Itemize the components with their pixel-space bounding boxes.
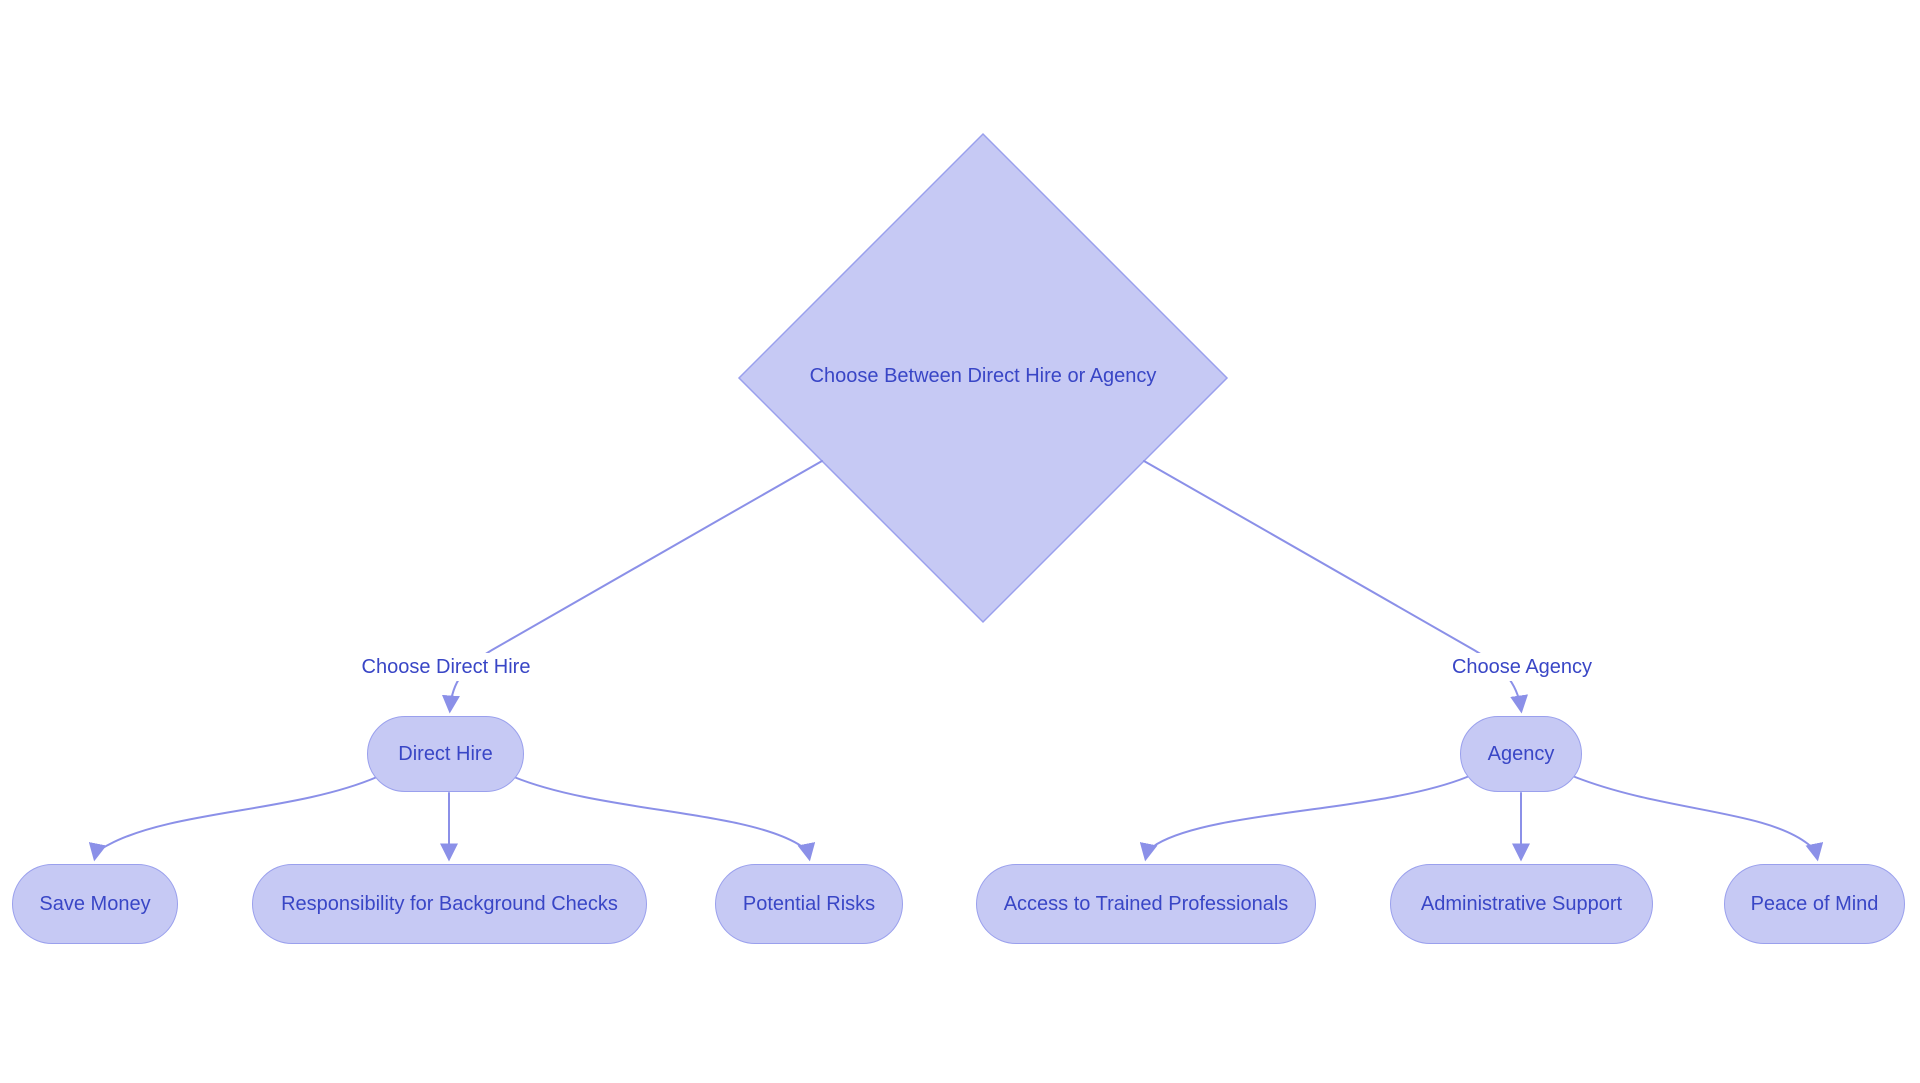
edge-direct-hire-to-potential-risks <box>513 776 816 862</box>
node-direct-hire: Direct Hire <box>367 716 524 792</box>
node-peace-of-mind: Peace of Mind <box>1724 864 1905 944</box>
node-save-money: Save Money <box>12 864 178 944</box>
edge-agency-to-trained-professionals <box>1139 776 1468 862</box>
decision-node-label: Choose Between Direct Hire or Agency <box>809 365 1157 387</box>
edge-label-choose-agency: Choose Agency <box>1447 653 1597 681</box>
decision-diamond-shape <box>737 132 1229 624</box>
node-agency: Agency <box>1460 716 1582 792</box>
node-access-to-trained-professionals: Access to Trained Professionals <box>976 864 1316 944</box>
node-responsibility-for-background-checks: Responsibility for Background Checks <box>252 864 647 944</box>
node-administrative-support: Administrative Support <box>1390 864 1653 944</box>
edge-agency-to-peace-of-mind <box>1574 776 1824 862</box>
edge-label-choose-direct-hire: Choose Direct Hire <box>356 653 536 681</box>
edge-direct-hire-to-save-money <box>88 776 378 862</box>
node-potential-risks: Potential Risks <box>715 864 903 944</box>
